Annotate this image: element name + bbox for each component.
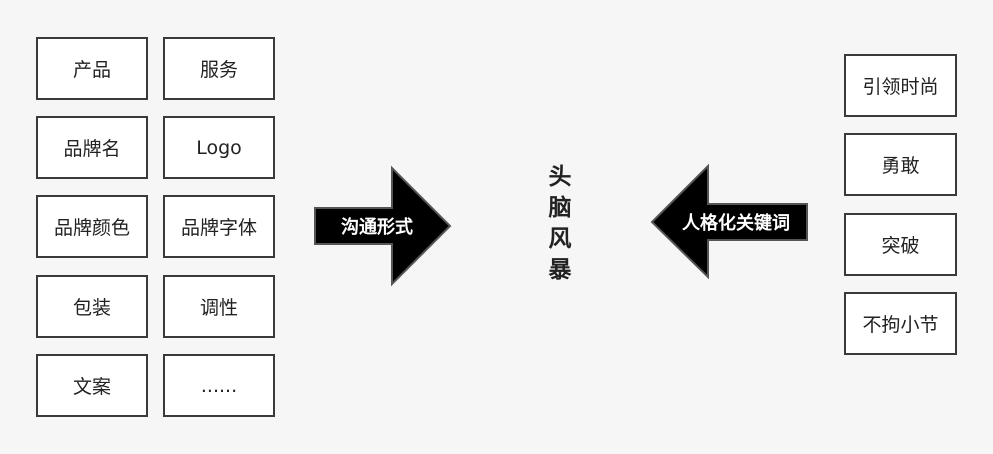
left-box-packaging: 包装: [36, 275, 148, 338]
right-box-breakthrough: 突破: [844, 213, 957, 276]
left-box-copywriting: 文案: [36, 354, 148, 417]
left-box-brand-color: 品牌颜色: [36, 195, 148, 258]
left-box-brand-name: 品牌名: [36, 116, 148, 179]
left-box-product: 产品: [36, 37, 148, 100]
left-arrow-label: 沟通形式: [341, 217, 413, 238]
left-box-logo: Logo: [163, 116, 275, 179]
right-arrow-label: 人格化关键词: [682, 213, 790, 234]
left-pointing-arrow: [650, 163, 808, 280]
center-title-char-1: 头: [548, 164, 572, 190]
right-box-brave: 勇敢: [844, 133, 957, 196]
center-title-char-2: 脑: [548, 195, 572, 221]
center-title-char-3: 风: [548, 226, 572, 252]
left-box-service: 服务: [163, 37, 275, 100]
left-box-tone: 调性: [163, 275, 275, 338]
center-title: 头 脑 风 暴: [542, 162, 578, 286]
left-box-brand-font: 品牌字体: [163, 195, 275, 258]
center-title-char-4: 暴: [548, 257, 572, 283]
right-box-fashion-leading: 引领时尚: [844, 54, 957, 117]
left-box-ellipsis: ......: [163, 354, 275, 417]
right-box-unconventional: 不拘小节: [844, 292, 957, 355]
right-pointing-arrow: [314, 165, 452, 287]
